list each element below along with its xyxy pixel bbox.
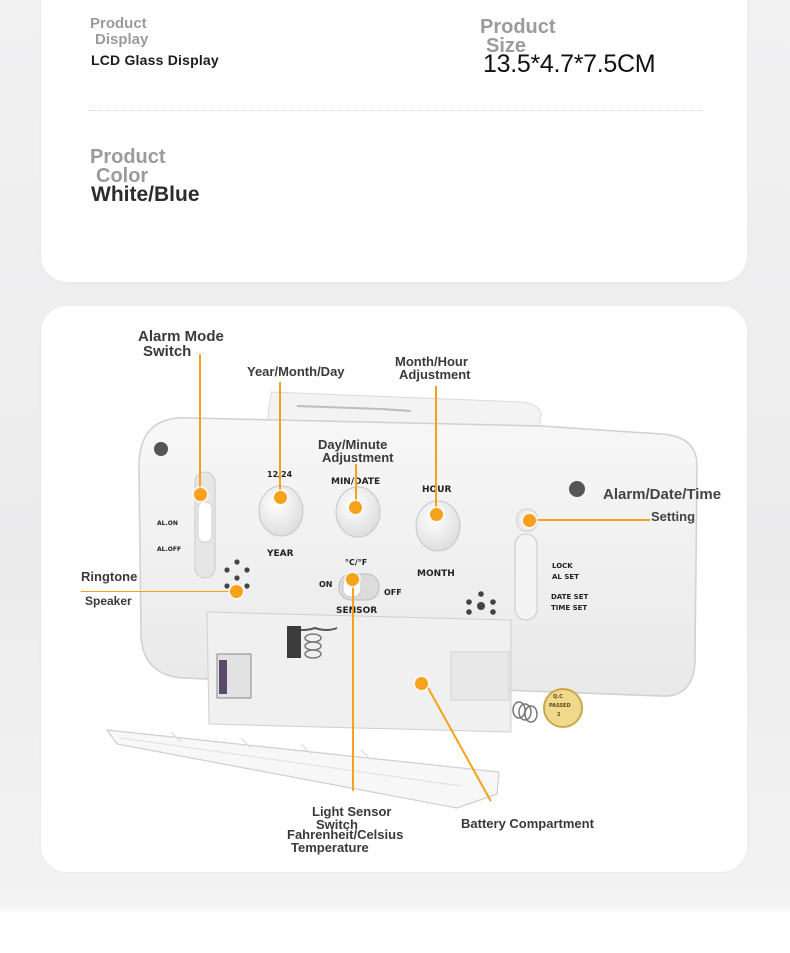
leader-day-minute <box>355 464 357 508</box>
spring-mount <box>287 626 301 658</box>
annotation-line: Temperature <box>291 840 369 855</box>
battery-cover-groove <box>120 737 462 787</box>
label-sensor: SENSOR <box>336 606 378 616</box>
label-line: Product <box>90 146 166 168</box>
dot-battery <box>415 677 428 690</box>
label-month: MONTH <box>417 569 455 579</box>
spring-coil-left <box>304 633 322 659</box>
product-color-value: White/Blue <box>91 183 200 206</box>
leader-year-month-day <box>279 382 281 496</box>
label-lock: LOCK <box>552 562 573 570</box>
annotation-line: Adjustment <box>399 367 471 382</box>
qc-line-2: PASSED <box>549 703 571 709</box>
annotation-year-month-day: Year/Month/Day <box>247 364 345 379</box>
spec-card: Product Display LCD Glass Display Produc… <box>41 0 747 282</box>
annotation-light-sensor-switch: Light Sensor Switch <box>312 805 391 831</box>
label-on: ON <box>319 580 333 589</box>
battery-terminal <box>219 660 227 694</box>
label-off: OFF <box>384 588 402 597</box>
leader-ringtone <box>81 591 237 592</box>
label-al-set: AL SET <box>552 573 579 581</box>
diagram-card: 12/24 YEAR MIN/DATE HOUR MONTH °C/°F ON … <box>41 306 747 872</box>
label-date-set: DATE SET <box>551 593 589 601</box>
setting-switch-slot <box>514 533 538 621</box>
battery-cover <box>105 729 500 809</box>
annotation-line: Fahrenheit/Celsius <box>287 827 404 842</box>
label-line: Display <box>95 30 149 48</box>
label-cf: °C/°F <box>345 558 368 567</box>
label-line: Product <box>90 15 147 32</box>
label-al-on: AL.ON <box>157 520 178 527</box>
qc-line-1: Q.C <box>553 694 563 700</box>
product-size-label: Product Size <box>480 16 556 57</box>
annotation-line: Light Sensor <box>312 804 392 819</box>
leader-month-hour <box>435 386 437 514</box>
label-time-set: TIME SET <box>551 604 588 612</box>
product-color-label: Product Color <box>90 146 166 187</box>
leader-alarm-mode <box>199 354 201 494</box>
annotation-battery-compartment: Battery Compartment <box>461 816 594 831</box>
screw-hole-right <box>569 481 585 497</box>
annotation-line: Alarm Mode <box>138 328 224 345</box>
spring-coil-right <box>512 701 538 723</box>
annotation-alarm-mode-switch: Alarm Mode Switch <box>138 329 224 359</box>
annotation-line: Switch <box>143 343 192 360</box>
leader-light-sensor <box>352 579 354 791</box>
annotation-setting: Setting <box>651 509 696 524</box>
spec-divider <box>88 110 704 111</box>
product-display-value: LCD Glass Display <box>91 52 219 68</box>
ridge-text-mark <box>296 405 412 412</box>
qc-line-3: 2 <box>557 712 561 718</box>
dot-year <box>274 491 287 504</box>
annotation-speaker: Speaker <box>85 594 132 608</box>
annotation-alarm-date-time: Alarm/Date/Time <box>603 486 722 503</box>
dot-setting <box>523 514 536 527</box>
annotation-line: Switch <box>316 817 358 832</box>
label-line: Product <box>480 16 556 38</box>
dot-speaker <box>230 585 243 598</box>
label-line: Color <box>96 165 149 187</box>
product-size-value: 13.5*4.7*7.5CM <box>483 50 656 78</box>
dot-sensor <box>346 573 359 586</box>
dot-hour <box>430 508 443 521</box>
screw-hole-left <box>154 442 168 456</box>
hour-button <box>415 500 461 552</box>
annotation-line: Month/Hour <box>395 354 468 369</box>
label-line: Size <box>486 35 527 57</box>
annotation-line: Adjustment <box>322 450 394 465</box>
label-al-off: AL.OFF <box>157 546 182 553</box>
qc-sticker <box>543 688 583 728</box>
battery-cover-ribs <box>170 731 372 761</box>
leader-alarm-date-time <box>529 519 650 521</box>
annotation-month-hour-adjustment: Month/Hour Adjustment <box>395 355 471 381</box>
annotation-ringtone: Ringtone <box>81 569 138 584</box>
product-display-label: Product Display <box>90 16 148 48</box>
label-year: YEAR <box>267 549 294 559</box>
alarm-switch-knob <box>197 501 213 543</box>
annotation-line: Day/Minute <box>318 437 388 452</box>
dot-min-date <box>349 501 362 514</box>
annotation-day-minute-adjustment: Day/Minute Adjustment <box>318 438 394 464</box>
dot-alarm-mode <box>194 488 207 501</box>
year-button <box>258 485 304 537</box>
annotation-fahrenheit-celsius: Fahrenheit/Celsius Temperature <box>287 828 403 854</box>
battery-divider <box>450 651 510 701</box>
